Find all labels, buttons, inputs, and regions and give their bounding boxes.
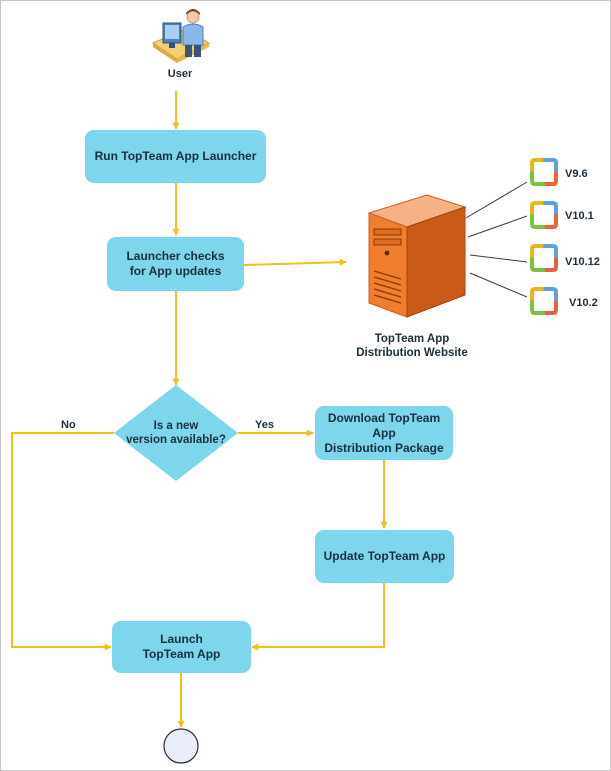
step-run-launcher: Run TopTeam App Launcher — [85, 130, 266, 183]
decision-question: Is a new version available? — [126, 420, 226, 446]
no-label: No — [61, 419, 76, 431]
step-download-package: Download TopTeam App Distribution Packag… — [315, 406, 453, 460]
version-label: V9.6 — [565, 168, 588, 180]
step-check-updates: Launcher checks for App updates — [107, 237, 244, 291]
link-to-v96 — [465, 181, 528, 219]
version-label: V10.12 — [565, 256, 600, 268]
arrow-check-to-website — [243, 258, 347, 266]
step-update-app: Update TopTeam App — [315, 530, 454, 583]
refresh-cycle-icon — [530, 201, 558, 229]
decision-diamond — [114, 385, 238, 481]
end-node — [163, 728, 199, 764]
server-tower-icon — [367, 194, 467, 318]
arrow-decision-no — [11, 432, 114, 651]
link-to-v102 — [469, 272, 528, 298]
arrow-update-to-launch — [251, 583, 385, 651]
user-at-computer-icon — [151, 9, 211, 63]
link-to-v1012 — [469, 254, 528, 263]
link-to-v101 — [467, 215, 528, 238]
version-label: V10.1 — [565, 210, 594, 222]
server-label: TopTeam App Distribution Website — [356, 333, 468, 359]
user-label: User — [167, 68, 193, 80]
version-label: V10.2 — [569, 297, 598, 309]
refresh-cycle-icon — [530, 158, 558, 186]
refresh-cycle-icon — [530, 244, 558, 272]
yes-label: Yes — [255, 419, 274, 431]
refresh-cycle-icon — [530, 287, 558, 315]
step-launch-app: Launch TopTeam App — [112, 621, 251, 673]
